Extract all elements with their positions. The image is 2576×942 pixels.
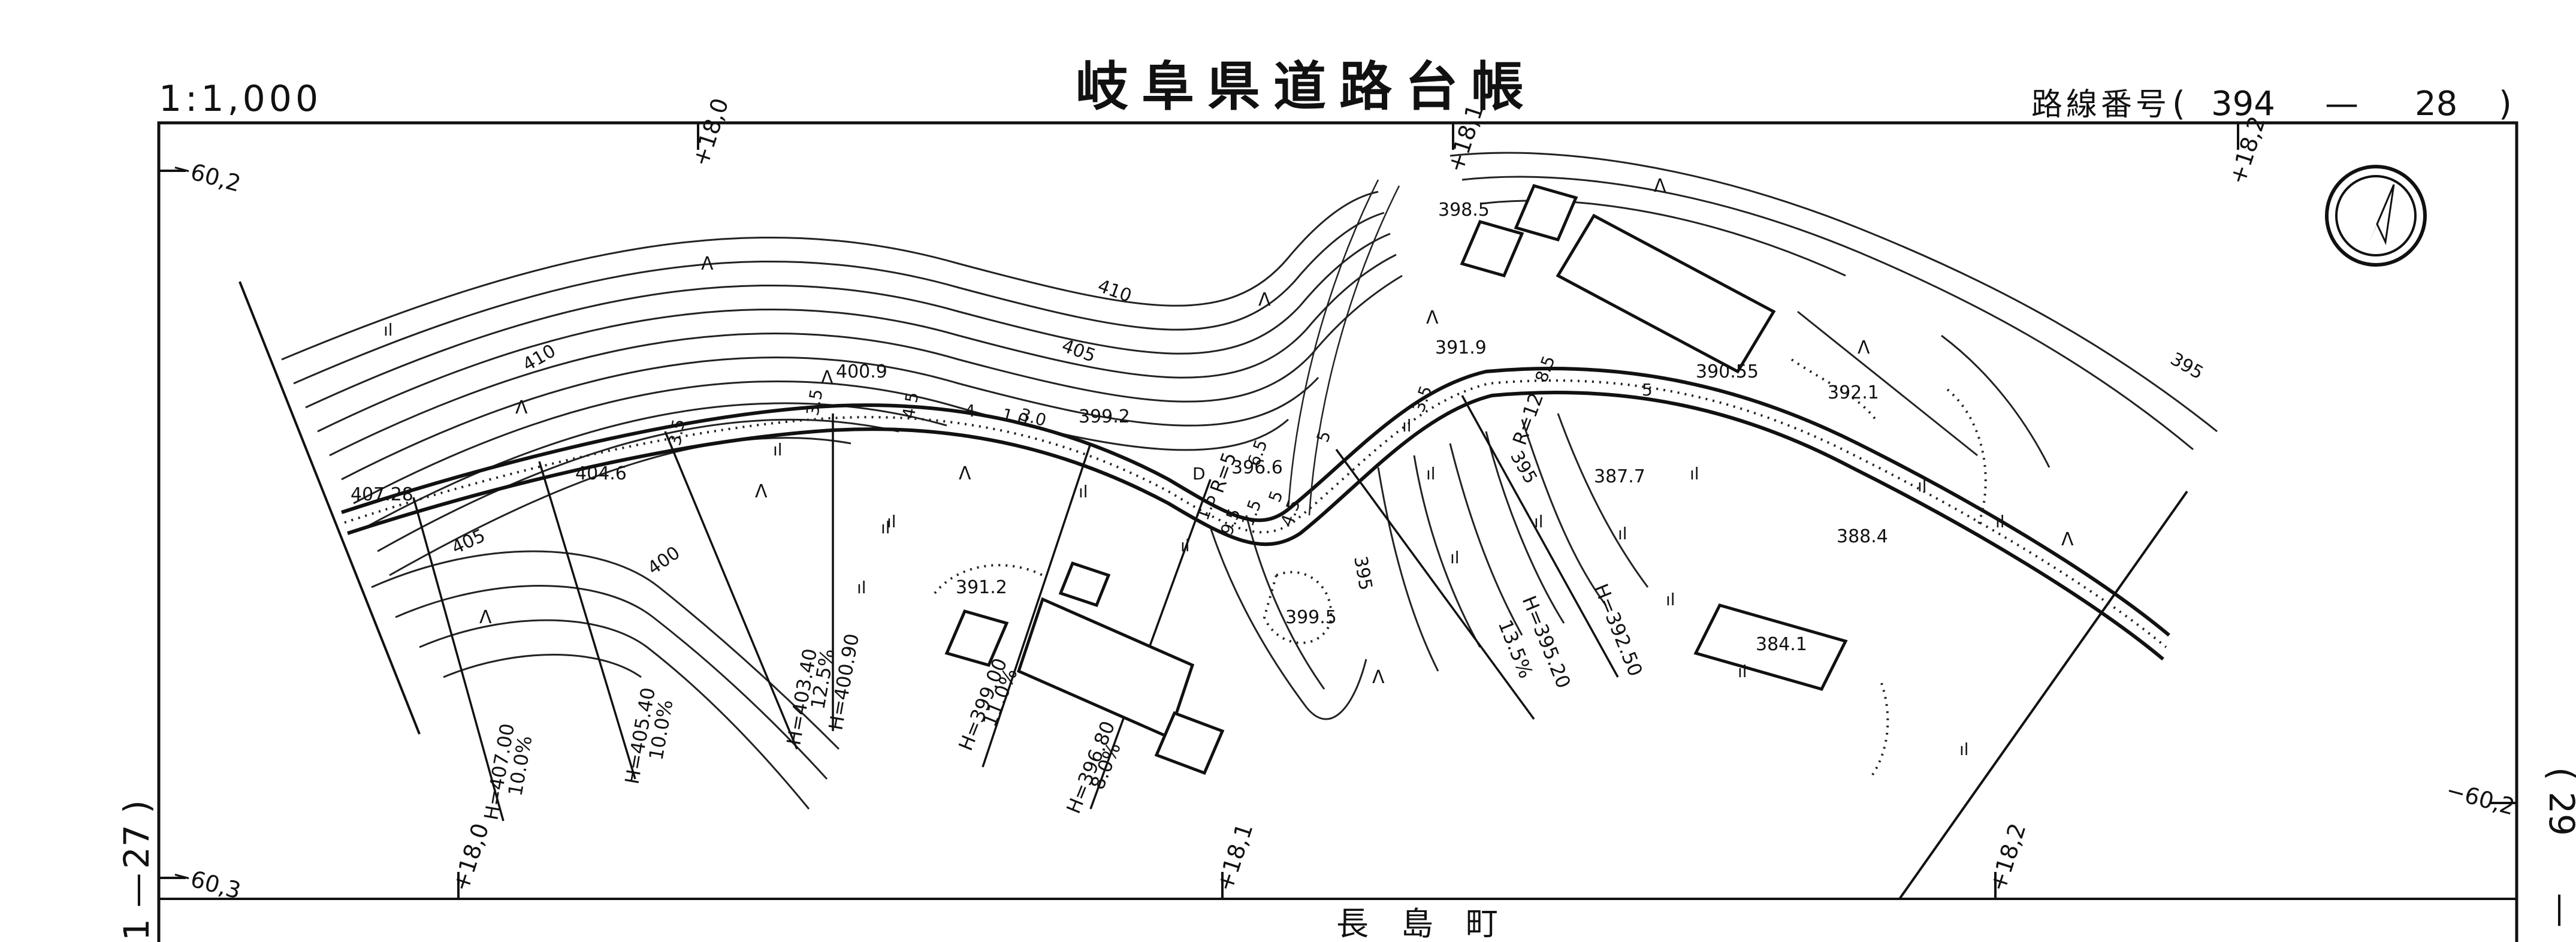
svg-text:ıl: ıl (887, 512, 896, 532)
contours-north (281, 191, 1403, 576)
width-label: 4 (965, 401, 976, 421)
parcel-boundaries (934, 358, 1987, 780)
elevation-point: 390.55 (1696, 361, 1759, 382)
scale-label: 1:1,000 (159, 78, 322, 120)
width-label: 4.5 (898, 391, 922, 421)
route-sheet-number: 28 (2415, 84, 2457, 123)
svg-text:Λ: Λ (959, 463, 971, 484)
survey-boundary (238, 281, 2188, 900)
grass-symbols: Λ Λ Λ Λ Λ Λ Λ Λ Λ Λ Λ Λ (479, 176, 2074, 688)
svg-text:ıl: ıl (881, 518, 890, 538)
width-label: 5 (1642, 380, 1653, 400)
svg-text:ıl: ıl (1618, 524, 1627, 544)
width-label: 5 (1313, 428, 1335, 445)
svg-text:ıl: ıl (1917, 476, 1927, 496)
contours-south (371, 413, 1649, 810)
road-width-labels: 3.5 3.5 4.5 4 1.0 3.0 5 5 4.5 3.5 5 8.5 … (665, 353, 1652, 538)
elevation-point: 392.1 (1828, 382, 1879, 403)
road-route-394 (341, 179, 2170, 661)
grid-label-top-1: +18,0 (687, 95, 734, 169)
elevation-point: 384.1 (1756, 634, 1807, 655)
svg-text:ıl: ıl (1959, 739, 1969, 759)
north-arrow-icon (2325, 165, 2427, 267)
svg-text:ıl: ıl (383, 320, 393, 340)
elevation-points: 407.28 404.6 400.9 399.2 396.6 398.5 391… (351, 200, 1888, 655)
svg-text:ıl: ıl (1690, 464, 1699, 484)
contour-label: 405 (449, 525, 489, 558)
svg-text:Λ: Λ (1654, 176, 1666, 197)
adjacent-sheet-right: ( 29 (2541, 767, 2576, 836)
svg-text:ıl: ıl (1450, 548, 1460, 567)
svg-text:Λ: Λ (1372, 667, 1385, 688)
map-frame (157, 121, 2518, 942)
buildings (944, 183, 1848, 775)
adjacent-sheet-left: 27 ) (116, 800, 157, 869)
curve-radius-label: R=12 (1508, 390, 1548, 448)
grid-ticks (159, 123, 2517, 899)
route-number-label: 路線番号 (2031, 87, 2170, 123)
svg-text:Λ: Λ (821, 367, 833, 388)
svg-text:Λ: Λ (755, 481, 768, 502)
route-number-dash: — (2325, 84, 2358, 123)
profile-height: H=392.50 (1590, 581, 1647, 680)
grid-label-bottom-2: +18,1 (1212, 820, 1258, 894)
svg-text:Λ: Λ (515, 397, 528, 418)
elevation-point: 391.9 (1435, 337, 1487, 358)
svg-text:ıl: ıl (1534, 512, 1544, 532)
svg-text:ıl: ıl (773, 440, 783, 460)
elevation-point: 398.5 (1438, 200, 1490, 221)
width-label: 3.5 (665, 418, 688, 448)
width-label: 1.5 (1238, 497, 1266, 529)
svg-text:ıl: ıl (857, 578, 866, 597)
adjacent-sheet-left-cut: 1 — (116, 873, 157, 941)
grid-label-bottom-1: +18,0 (448, 820, 494, 894)
svg-text:Λ: Λ (479, 607, 492, 628)
elevation-point: 387.7 (1594, 466, 1645, 487)
svg-text:ıl: ıl (1738, 662, 1747, 681)
width-label: D (1192, 464, 1206, 484)
elevation-point: 400.9 (836, 361, 887, 382)
contour-label: 395 (2167, 349, 2207, 384)
svg-text:Λ: Λ (1858, 337, 1870, 358)
route-number-close: ) (2499, 84, 2512, 123)
grid-label-bottom-3: +18,2 (1985, 820, 2031, 894)
svg-text:ıl: ıl (1079, 482, 1088, 502)
svg-text:ıl: ıl (1402, 416, 1412, 436)
elevation-point: 399.2 (1079, 406, 1130, 427)
cross-section-lines (412, 395, 1619, 822)
svg-text:Λ: Λ (2061, 529, 2074, 550)
contour-label: 400 (644, 542, 684, 579)
map-title: 岐阜県道路台帳 (1076, 56, 1537, 117)
elevation-point: 399.5 (1285, 607, 1337, 628)
width-label: 3.5 (1409, 383, 1436, 415)
contours-northeast (1449, 152, 2218, 468)
contour-label: 395 (1506, 448, 1541, 488)
svg-text:Λ: Λ (701, 253, 714, 274)
width-label: 3.5 (802, 388, 826, 418)
elevation-point: 407.28 (351, 484, 413, 505)
grid-label-right: −60,2 (2444, 777, 2518, 820)
town-name: 長 島 町 (1336, 905, 1498, 942)
svg-text:Λ: Λ (1258, 289, 1271, 310)
contour-label: 410 (1095, 276, 1134, 307)
svg-text:Λ: Λ (1426, 307, 1439, 328)
elevation-point: 388.4 (1837, 526, 1888, 547)
grid-label-left-top: −60,2 (170, 153, 244, 197)
contour-label: 395 (1349, 554, 1376, 591)
svg-text:ıl: ıl (1426, 464, 1436, 484)
elevation-point: 391.2 (956, 577, 1007, 598)
width-label: 8.5 (1532, 353, 1559, 385)
grid-label-left-bottom: −60,3 (170, 861, 244, 904)
elevation-point: 404.6 (575, 463, 627, 484)
adjacent-sheet-right-cut: — (2541, 893, 2576, 928)
svg-text:ıl: ıl (1666, 590, 1675, 609)
route-number-value: 394 (2211, 84, 2275, 123)
elevation-point: 396.6 (1231, 457, 1283, 478)
route-number-open: ( (2172, 84, 2185, 123)
svg-text:ıl: ıl (1995, 512, 2005, 532)
svg-text:ıl: ıl (1180, 536, 1190, 555)
